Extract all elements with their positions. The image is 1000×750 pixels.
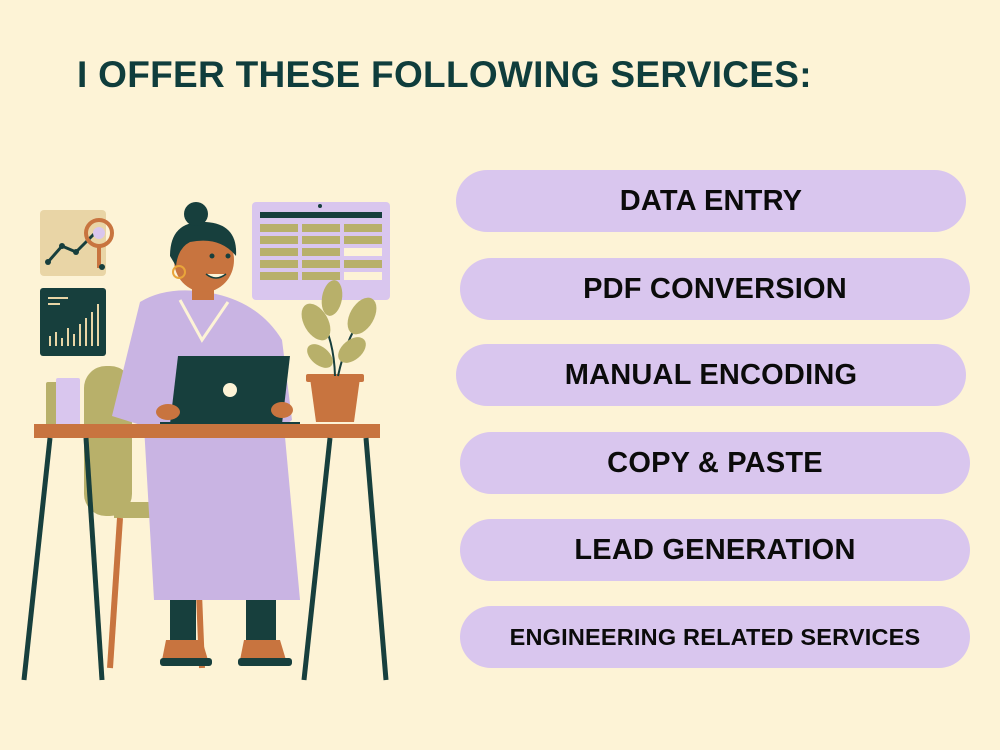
desk (21, 424, 389, 681)
page-title: I OFFER THESE FOLLOWING SERVICES: (77, 54, 812, 95)
service-label: PDF CONVERSION (583, 272, 847, 305)
service-data-entry: DATA ENTRY (456, 170, 966, 232)
service-lead-generation: LEAD GENERATION (460, 519, 970, 581)
bar-chart-panel-icon (40, 288, 106, 356)
line-chart-magnifier-icon (40, 210, 114, 276)
service-engineering-related: ENGINEERING RELATED SERVICES (460, 606, 970, 668)
service-copy-paste: COPY & PASTE (460, 432, 970, 494)
spreadsheet-board-icon (252, 202, 390, 300)
service-label: LEAD GENERATION (574, 533, 856, 566)
service-label: ENGINEERING RELATED SERVICES (509, 623, 921, 650)
service-label: DATA ENTRY (619, 184, 803, 217)
service-pdf-conversion: PDF CONVERSION (460, 258, 970, 320)
service-label: COPY & PASTE (607, 446, 823, 479)
mug-icon (46, 378, 80, 426)
potted-plant-icon (301, 280, 377, 422)
service-label: MANUAL ENCODING (564, 358, 858, 391)
service-manual-encoding: MANUAL ENCODING (456, 344, 966, 406)
woman-at-laptop-illustration (21, 202, 390, 681)
